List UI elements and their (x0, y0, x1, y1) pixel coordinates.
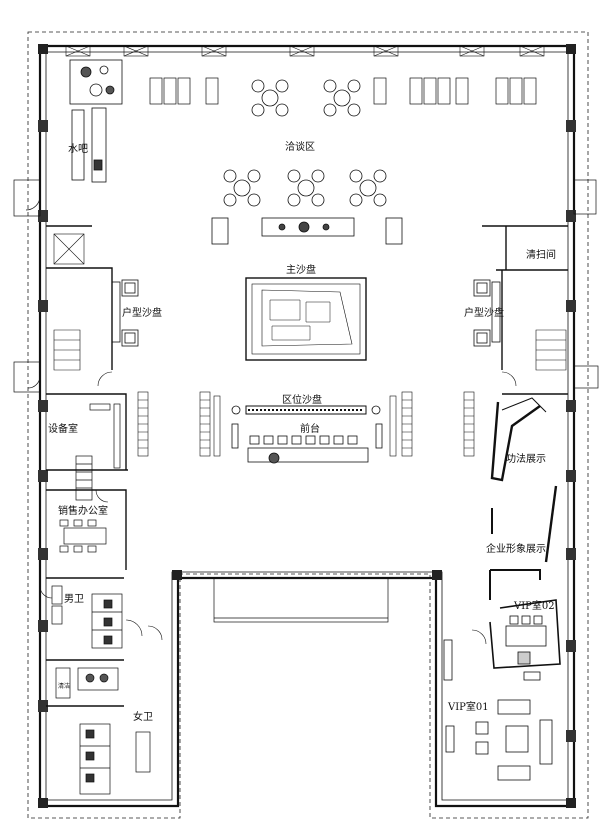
hatched-benches (137, 391, 475, 457)
label-sales-office: 销售办公室 (58, 504, 108, 517)
corner-columns (38, 44, 576, 808)
vip01-furniture (443, 639, 553, 781)
display-counter (211, 217, 403, 245)
label-method-display: 功法展示 (506, 452, 546, 465)
label-reception-desk: 前台 (300, 422, 320, 435)
label-womens-wc: 女卫 (133, 710, 153, 723)
reception-desk-furniture (231, 423, 383, 464)
restroom-fixtures (51, 585, 151, 795)
label-negotiation: 洽谈区 (285, 140, 315, 153)
label-unit-model-right: 户型沙盘 (464, 306, 504, 319)
room-labels: 洽谈区 水吧 主沙盘 户型沙盘 户型沙盘 清扫间 区位沙盘 前台 设备室 功法展… (48, 140, 556, 723)
label-mens-wc: 男卫 (64, 593, 84, 605)
courtyard-glazing (213, 577, 389, 623)
method-display-wall (490, 397, 558, 563)
label-janitor: 清洁 (58, 682, 70, 690)
label-unit-model-left: 户型沙盘 (122, 306, 162, 319)
vip02-furniture (489, 569, 561, 669)
top-windows (65, 45, 545, 57)
top-seating (149, 77, 537, 105)
water-bar (69, 59, 123, 183)
district-sand-table-model (231, 405, 381, 415)
unit-model-tables (111, 279, 501, 347)
label-equipment-room: 设备室 (48, 422, 78, 435)
stairs (53, 233, 567, 371)
main-sand-table-model (245, 277, 367, 361)
side-columns (38, 120, 576, 742)
label-main-sand-table: 主沙盘 (286, 263, 316, 276)
label-cleaning-room: 清扫间 (526, 248, 556, 261)
label-vip01: VIP室01 (447, 700, 489, 713)
side-doors (13, 179, 599, 393)
label-water-bar: 水吧 (68, 143, 88, 155)
interior-walls-right (482, 225, 568, 395)
door-swings (39, 371, 517, 645)
label-district-sand-table: 区位沙盘 (282, 393, 322, 406)
site-boundary (27, 31, 589, 819)
round-tables (223, 79, 387, 207)
office-furniture (59, 403, 121, 553)
label-vip02: VIP室02 (513, 599, 555, 612)
label-corporate-display: 企业形象展示 (486, 542, 546, 555)
